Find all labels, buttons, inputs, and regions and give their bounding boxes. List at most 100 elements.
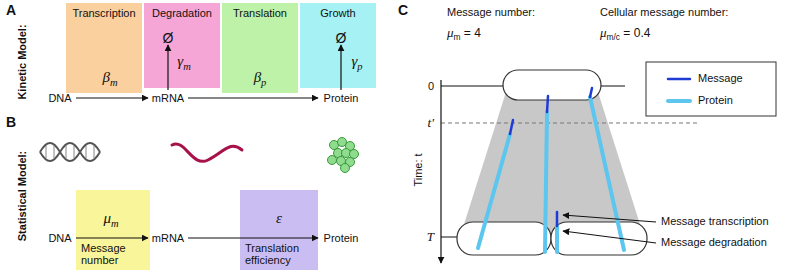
species-label: mRNA <box>152 232 184 245</box>
daughter-cell <box>551 222 647 255</box>
dna-rung <box>74 146 75 158</box>
dna-rung <box>66 146 67 158</box>
box-fill <box>66 3 142 93</box>
degradation-box: DegradationØγm <box>144 3 220 88</box>
text-part: β <box>254 69 261 85</box>
protein-track <box>545 112 547 252</box>
legend-label: Protein <box>698 94 733 107</box>
dna-rung <box>46 146 47 158</box>
subscript: p <box>261 77 266 88</box>
protein-bead <box>341 164 350 173</box>
panel-letter: B <box>6 114 16 130</box>
legend-line-sample <box>668 78 690 81</box>
message-track <box>510 120 513 134</box>
species-label: DNA <box>48 232 71 245</box>
dna-rung <box>86 146 87 158</box>
protein-track <box>590 97 624 250</box>
empty-set-symbol: Ø <box>163 30 174 46</box>
species-label: Protein <box>324 232 359 245</box>
box-caption: Message number <box>81 242 147 266</box>
row-title: Kinetic Model: <box>16 24 29 99</box>
box-fill <box>222 3 298 93</box>
panel-letter: C <box>398 2 408 18</box>
transcription-box: Transcription βm <box>66 3 142 93</box>
rate-symbol: γm <box>177 53 191 75</box>
subscript: m <box>111 218 119 229</box>
text-part: γ <box>351 53 357 69</box>
axis-title: Time: t <box>412 153 425 186</box>
subscript: m <box>183 61 191 72</box>
rate-symbol: γp <box>351 53 362 75</box>
growth-box: GrowthØγp <box>300 3 376 88</box>
mother-cell <box>503 70 601 100</box>
quantity-title: Message number: <box>447 6 535 19</box>
message-track <box>590 88 592 97</box>
quantity-title: Cellular message number: <box>600 6 728 19</box>
species-label: mRNA <box>152 92 184 105</box>
callout-label: Message degradation <box>661 236 767 249</box>
rate-symbol: βm <box>102 69 117 91</box>
message-track <box>547 96 548 112</box>
panel-letter: A <box>6 2 16 18</box>
subscript: m <box>454 32 461 42</box>
subscript: m <box>110 77 118 88</box>
text-part: β <box>102 69 109 85</box>
callout-arrow <box>563 215 656 222</box>
mrna-strand <box>172 144 242 161</box>
callout-arrow <box>563 231 656 243</box>
row-title: Statistical Model: <box>16 151 29 241</box>
translation-box: Translation βp <box>222 3 298 93</box>
protein-bead <box>328 156 337 165</box>
species-label: DNA <box>48 92 71 105</box>
box-fill <box>144 3 220 88</box>
quantity-value: μm = 4 <box>447 26 481 44</box>
protein-track <box>478 134 510 248</box>
species-label: Protein <box>324 92 359 105</box>
message-track <box>556 212 559 226</box>
box-heading: Transcription <box>66 7 142 20</box>
callout-label: Message transcription <box>661 215 769 228</box>
daughter-cell <box>457 222 551 255</box>
dna-strand <box>40 143 100 161</box>
legend-line-sample <box>668 99 690 103</box>
parameter-symbol: μm <box>103 210 118 232</box>
dna-strand <box>40 143 100 161</box>
text-part: γ <box>177 53 183 69</box>
growth-arrow <box>340 45 341 90</box>
message-number-arrow <box>76 237 148 238</box>
protein-blob <box>328 138 359 173</box>
subscript: m/c <box>607 32 621 42</box>
dna-rung <box>54 146 55 158</box>
text-part: μ <box>103 210 111 226</box>
box-caption: Translation efficiency <box>245 242 315 266</box>
degradation-arrow <box>167 45 168 90</box>
box-heading: Growth <box>300 7 376 20</box>
text-part: = 4 <box>461 26 481 40</box>
protein-track <box>555 226 559 252</box>
text-part: μ <box>600 25 607 40</box>
transcription-arrow <box>76 97 148 98</box>
box-heading: Translation <box>222 7 298 20</box>
box-fill <box>240 190 318 270</box>
time-axis <box>440 80 441 263</box>
rate-symbol: βp <box>254 69 267 91</box>
box-fill <box>76 190 150 270</box>
translation-arrow <box>188 97 318 98</box>
message-number-box: μmMessage number <box>76 190 150 270</box>
time-tick-label: t′ <box>428 116 434 129</box>
empty-set-symbol: Ø <box>336 30 347 46</box>
quantity-value: μm/c = 0.4 <box>600 26 650 44</box>
parameter-symbol: ε <box>276 210 282 226</box>
translation-efficiency-arrow <box>188 237 318 238</box>
time-tick-label: 0 <box>428 80 434 93</box>
text-part: = 0.4 <box>620 26 650 40</box>
box-heading: Degradation <box>144 7 220 20</box>
subscript: p <box>357 61 362 72</box>
dna-rungs <box>46 146 94 158</box>
legend-label: Message <box>698 72 743 85</box>
translation-efficiency-box: εTranslation efficiency <box>240 190 318 270</box>
time-tick-label: T <box>427 230 434 243</box>
